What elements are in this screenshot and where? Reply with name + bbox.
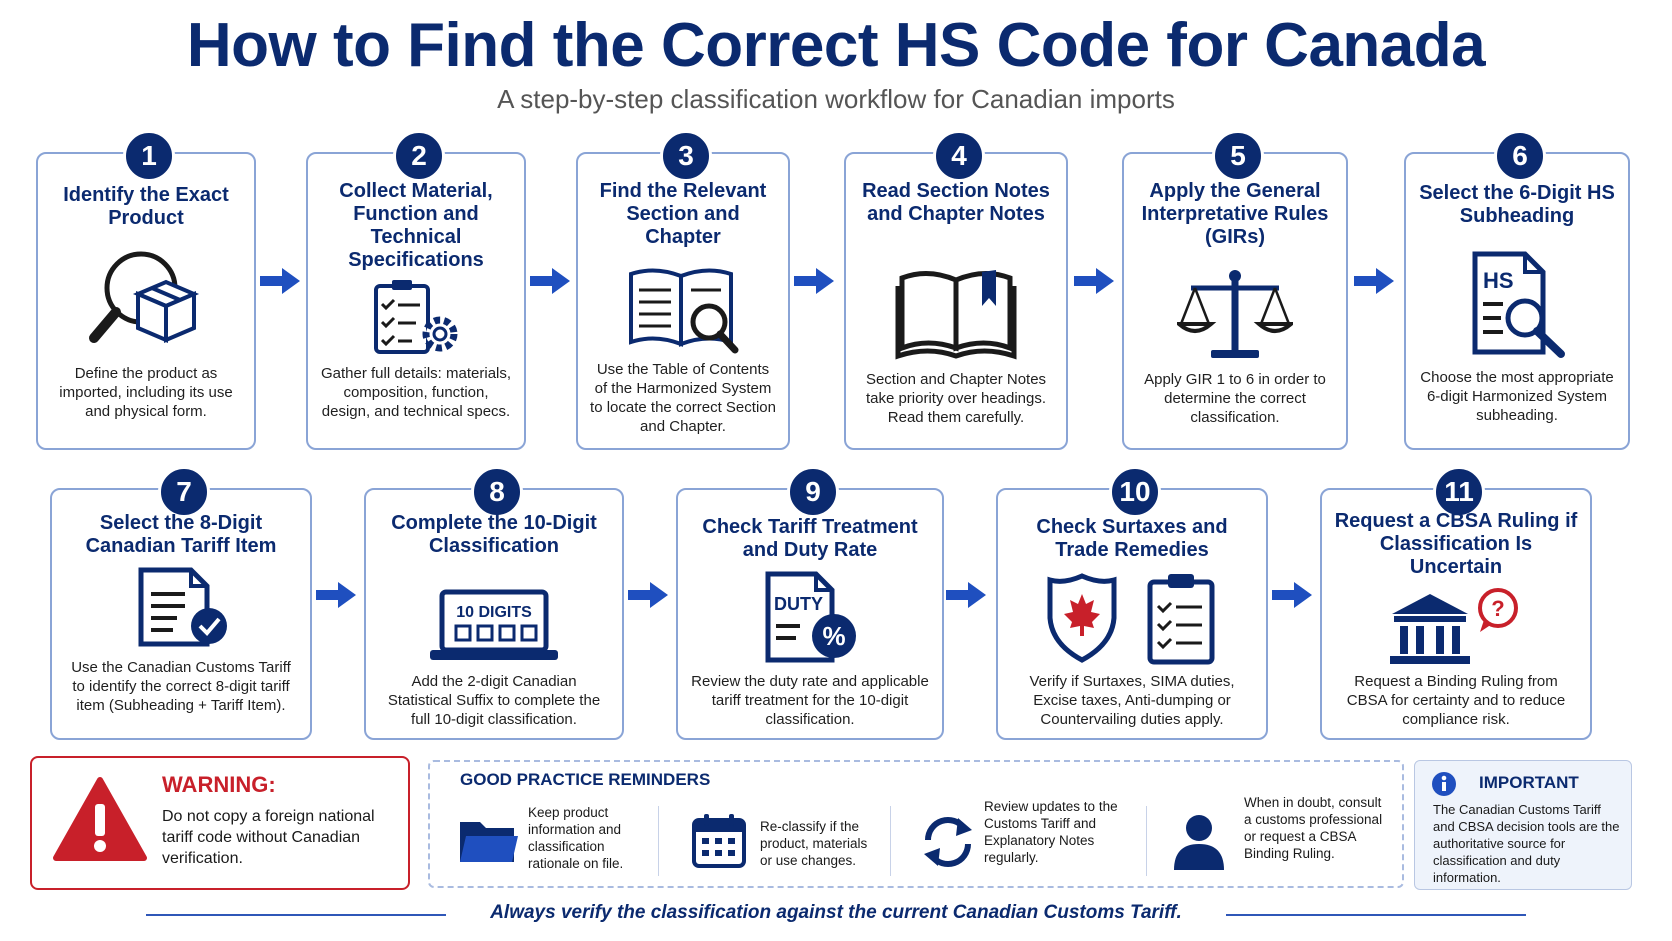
step-description: Section and Chapter Notes take priority … — [865, 371, 1047, 426]
digits-label: 10 DIGITS — [456, 604, 532, 621]
step-number: 1 — [123, 130, 175, 182]
step-title: Check Surtaxes and Trade Remedies — [1036, 516, 1228, 561]
step-description: Verify if Surtaxes, SIMA duties, Excise … — [1029, 673, 1235, 728]
step-number: 3 — [660, 130, 712, 182]
government-building-question-icon: ? — [1386, 588, 1526, 668]
page-title: How to Find the Correct HS Code for Cana… — [186, 11, 1486, 80]
warning-box: WARNING: Do not copy a foreign national … — [30, 756, 410, 890]
step-description: Request a Binding Ruling from CBSA for c… — [1346, 673, 1566, 728]
step-card-6: 6 Select the 6-Digit HS Subheading HS Ch… — [1404, 130, 1630, 450]
step-description: Apply GIR 1 to 6 in order to determine t… — [1144, 371, 1326, 426]
svg-text:?: ? — [1491, 596, 1504, 621]
info-icon — [1431, 771, 1457, 802]
warning-text: Do not copy a foreign national tariff co… — [162, 808, 375, 867]
step-number: 8 — [471, 466, 523, 518]
warning-title: WARNING: — [162, 772, 276, 797]
reminder-text: When in doubt, consult a customs profess… — [1244, 795, 1383, 861]
reminder-text: Keep product information and classificat… — [528, 805, 624, 871]
step-card-1: 1 Identify the Exact Product Define the … — [36, 130, 256, 450]
step-card-10: 10 Check Surtaxes and Trade Remedies Ver… — [996, 466, 1268, 740]
step-title: Check Tariff Treatment and Duty Rate — [702, 516, 918, 561]
step-card-4: 4 Read Section Notes and Chapter Notes S… — [844, 130, 1068, 450]
reminder-text: Re-classify if the product, materials or… — [760, 819, 868, 868]
duty-document-icon: DUTY % — [760, 570, 860, 666]
flow-arrow — [1272, 582, 1312, 608]
flow-arrow — [794, 268, 834, 294]
magnifier-box-icon — [86, 246, 206, 356]
step-description: Choose the most appropriate 6-digit Harm… — [1420, 369, 1614, 424]
maple-shield-clipboard-icon — [1046, 570, 1218, 666]
hs-document-icon: HS — [1467, 250, 1571, 360]
step-number: 10 — [1109, 466, 1161, 518]
step-number: 7 — [158, 466, 210, 518]
duty-label: DUTY — [774, 594, 823, 614]
flow-arrow — [260, 268, 300, 294]
step-title: Request a CBSA Ruling if Classification … — [1334, 510, 1578, 578]
book-search-icon — [623, 260, 743, 360]
step-title: Find the Relevant Section and Chapter — [599, 180, 767, 248]
step-number: 11 — [1433, 466, 1485, 518]
flow-arrow — [530, 268, 570, 294]
step-card-9: 9 Check Tariff Treatment and Duty Rate D… — [676, 466, 944, 740]
reminders-heading: GOOD PRACTICE REMINDERS — [460, 770, 711, 789]
step-title: Select the 6-Digit HS Subheading — [1419, 182, 1615, 227]
divider — [658, 806, 659, 876]
step-number: 2 — [393, 130, 445, 182]
step-title: Collect Material, Function and Technical… — [339, 180, 493, 271]
step-number: 4 — [933, 130, 985, 182]
page-subtitle: A step-by-step classification workflow f… — [497, 84, 1175, 114]
step-description: Add the 2-digit Canadian Statistical Suf… — [387, 673, 601, 728]
step-number: 6 — [1494, 130, 1546, 182]
step-card-7: 7 Select the 8-Digit Canadian Tariff Ite… — [50, 466, 312, 740]
important-box: IMPORTANT The Canadian Customs Tariff an… — [1414, 760, 1632, 890]
step-description: Use the Table of Contents of the Harmoni… — [590, 361, 776, 435]
footer-rule-left — [146, 914, 446, 916]
step-card-8: 8 Complete the 10-Digit Classification 1… — [364, 466, 624, 740]
divider — [890, 806, 891, 876]
footer-rule-right — [1226, 914, 1526, 916]
step-description: Gather full details: materials, composit… — [320, 365, 512, 420]
step-number: 9 — [787, 466, 839, 518]
person-icon — [1172, 812, 1226, 879]
flow-arrow — [316, 582, 356, 608]
step-card-11: 11 Request a CBSA Ruling if Classificati… — [1320, 466, 1592, 740]
scales-icon — [1177, 266, 1293, 362]
flow-arrow — [628, 582, 668, 608]
flow-arrow — [946, 582, 986, 608]
hs-label: HS — [1483, 268, 1514, 293]
good-practice-reminders: GOOD PRACTICE REMINDERS Keep product inf… — [428, 760, 1404, 888]
divider — [1146, 806, 1147, 876]
important-text: The Canadian Customs Tariff and CBSA dec… — [1433, 802, 1620, 885]
step-description: Review the duty rate and applicable tari… — [691, 673, 929, 728]
document-check-icon — [133, 566, 233, 648]
reminder-text: Review updates to the Customs Tariff and… — [984, 799, 1118, 865]
flow-arrow — [1074, 268, 1114, 294]
footer-note: Always verify the classification against… — [490, 902, 1182, 923]
open-book-icon — [894, 264, 1018, 360]
step-title: Identify the Exact Product — [63, 184, 229, 229]
step-title: Select the 8-Digit Canadian Tariff Item — [85, 512, 277, 557]
laptop-digits-icon: 10 DIGITS — [428, 588, 560, 664]
step-title: Apply the General Interpretative Rules (… — [1141, 180, 1329, 248]
step-title: Complete the 10-Digit Classification — [391, 512, 597, 557]
step-description: Define the product as imported, includin… — [59, 365, 233, 420]
step-card-5: 5 Apply the General Interpretative Rules… — [1122, 130, 1348, 450]
flow-arrow — [1354, 268, 1394, 294]
warning-triangle-icon — [52, 776, 148, 867]
important-title: IMPORTANT — [1479, 773, 1579, 792]
svg-text:%: % — [822, 621, 845, 651]
step-description: Use the Canadian Customs Tariff to ident… — [71, 659, 291, 714]
calendar-icon — [690, 812, 748, 875]
step-title: Read Section Notes and Chapter Notes — [862, 180, 1050, 225]
checklist-gear-icon — [370, 278, 462, 358]
refresh-icon — [920, 814, 976, 875]
folder-icon — [458, 814, 520, 871]
step-card-3: 3 Find the Relevant Section and Chapter … — [576, 130, 790, 450]
step-number: 5 — [1212, 130, 1264, 182]
step-card-2: 2 Collect Material, Function and Technic… — [306, 130, 526, 450]
